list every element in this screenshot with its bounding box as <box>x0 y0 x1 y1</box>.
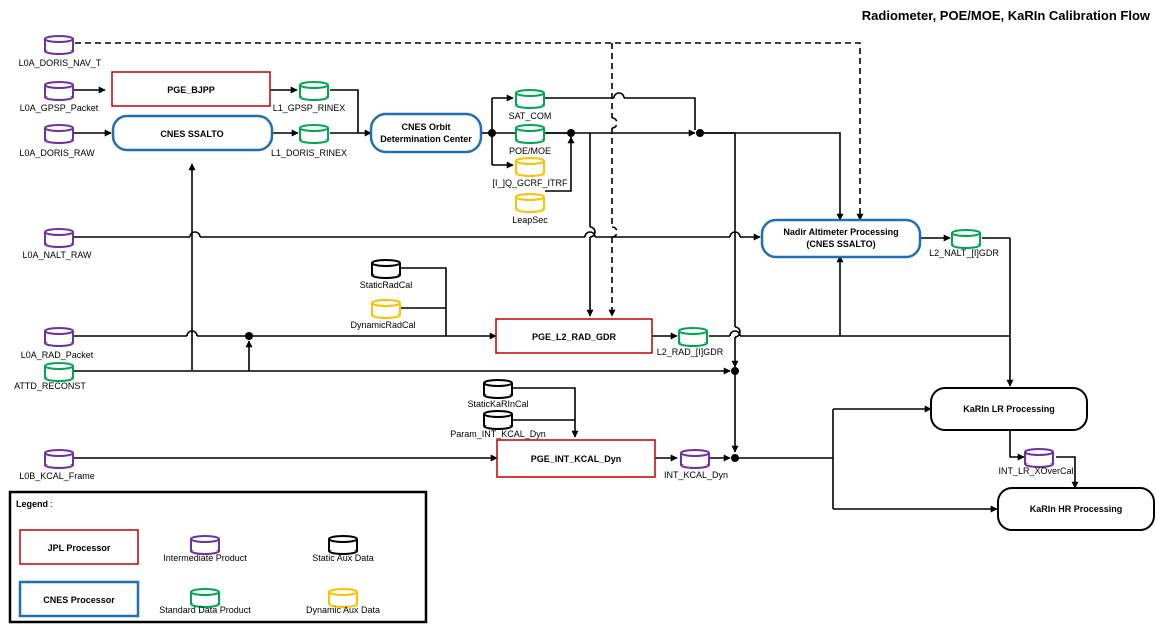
product-l1-gpsp-rinex <box>299 81 329 101</box>
product-poe-moe <box>515 124 545 144</box>
label-leapsec: LeapSec <box>512 215 548 225</box>
label-static-radcal: StaticRadCal <box>360 280 413 290</box>
product-l0a-doris-nav-t <box>44 35 74 55</box>
label-poe-moe: POE/MOE <box>509 146 551 156</box>
legend-title: Legend <box>16 499 48 509</box>
svg-text:(CNES SSALTO): (CNES SSALTO) <box>806 239 875 249</box>
product-param-int-kcal-dyn <box>483 410 513 430</box>
label-l1-doris-rinex: L1_DORIS_RINEX <box>271 148 347 158</box>
legend-standard-data-product-icon <box>190 588 220 608</box>
label-gcrf-itrf: [I_]Q_GCRF_ITRF <box>492 178 568 188</box>
label-l1-gpsp-rinex: L1_GPSP_RINEX <box>273 103 346 113</box>
product-l1-doris-rinex <box>299 124 329 144</box>
processor-pge-l2-rad-gdr: PGE_L2_RAD_GDR <box>495 318 653 354</box>
products: L0A_DORIS_NAV_T L0A_GPSP_Packet L0A_DORI… <box>14 35 1074 481</box>
product-static-karincal <box>483 379 513 399</box>
product-l0b-kcal-frame <box>44 449 74 469</box>
legend-standard-data-product-label: Standard Data Product <box>159 605 251 615</box>
product-int-lr-xovercal <box>1024 448 1054 468</box>
label-sat-com: SAT_COM <box>509 111 552 121</box>
processor-karin-lr: KaRIn LR Processing <box>930 387 1088 431</box>
svg-text:CNES Orbit: CNES Orbit <box>401 122 450 132</box>
product-sat-com <box>515 89 545 109</box>
label-int-kcal-dyn: INT_KCAL_Dyn <box>664 470 728 480</box>
label-attd-reconst: ATTD_RECONST <box>14 381 86 391</box>
svg-text:CNES SSALTO: CNES SSALTO <box>160 129 223 139</box>
svg-text:KaRIn HR Processing: KaRIn HR Processing <box>1030 504 1123 514</box>
label-l0a-doris-nav-t: L0A_DORIS_NAV_T <box>19 58 102 68</box>
legend: Legend : JPL Processor CNES Processor In… <box>8 490 428 624</box>
product-dynamic-radcal <box>371 299 401 319</box>
legend-cnes-processor: CNES Processor <box>18 580 140 618</box>
product-l0a-nalt-raw <box>44 228 74 248</box>
label-l0a-doris-raw: L0A_DORIS_RAW <box>19 148 95 158</box>
svg-text:Determination Center: Determination Center <box>380 134 472 144</box>
processor-karin-hr: KaRIn HR Processing <box>997 487 1155 531</box>
label-l0a-nalt-raw: L0A_NALT_RAW <box>22 250 92 260</box>
legend-intermediate-product-label: Intermediate Product <box>163 553 247 563</box>
processor-pge-int-kcal-dyn: PGE_INT_KCAL_Dyn <box>496 439 656 478</box>
label-l0a-rad-packet: L0A_RAD_Packet <box>21 350 94 360</box>
processor-pge-bjpp: PGE_BJPP <box>111 71 271 107</box>
label-dynamic-radcal: DynamicRadCal <box>350 320 415 330</box>
legend-dynamic-aux-label: Dynamic Aux Data <box>306 605 380 615</box>
product-l0a-gpsp-packet <box>44 81 74 101</box>
product-attd-reconst <box>44 362 74 382</box>
diagram-title: Radiometer, POE/MOE, KaRIn Calibration F… <box>862 8 1151 23</box>
connectors <box>72 42 1079 513</box>
product-gcrf-itrf <box>515 157 545 177</box>
legend-jpl-processor: JPL Processor <box>19 529 139 565</box>
label-l2-nalt-gdr: L2_NALT_[I]GDR <box>929 248 999 258</box>
processor-cnes-ssalto: CNES SSALTO <box>111 114 274 152</box>
product-l0a-doris-raw <box>44 124 74 144</box>
svg-text:PGE_L2_RAD_GDR: PGE_L2_RAD_GDR <box>532 332 617 342</box>
junction-dots <box>245 129 739 462</box>
label-l0a-gpsp-packet: L0A_GPSP_Packet <box>20 103 99 113</box>
svg-text:JPL Processor: JPL Processor <box>48 543 111 553</box>
label-l2-rad-gdr: L2_RAD_[I]GDR <box>657 347 724 357</box>
label-int-lr-xovercal: INT_LR_XOverCal <box>998 466 1073 476</box>
processor-cnes-orbit-determination-center: CNES Orbit Determination Center <box>369 112 483 154</box>
svg-text:PGE_BJPP: PGE_BJPP <box>167 85 215 95</box>
label-param-int-kcal-dyn: Param_INT_KCAL_Dyn <box>450 429 546 439</box>
product-l2-rad-gdr <box>678 327 708 347</box>
legend-static-aux-label: Static Aux Data <box>312 553 374 563</box>
legend-dynamic-aux-icon <box>328 588 358 608</box>
label-l0b-kcal-frame: L0B_KCAL_Frame <box>19 471 95 481</box>
label-static-karincal: StaticKaRInCal <box>467 399 528 409</box>
processor-nadir-altimeter: Nadir Altimeter Processing (CNES SSALTO) <box>760 218 922 259</box>
svg-text:CNES Processor: CNES Processor <box>43 595 115 605</box>
product-static-radcal <box>371 259 401 279</box>
product-l2-nalt-gdr <box>951 229 981 249</box>
svg-text::: : <box>50 499 53 509</box>
svg-text:Nadir Altimeter Processing: Nadir Altimeter Processing <box>783 227 898 237</box>
product-l0a-rad-packet <box>44 327 74 347</box>
legend-intermediate-product-icon <box>190 535 220 555</box>
product-int-kcal-dyn <box>680 449 710 469</box>
product-leapsec <box>515 193 545 213</box>
svg-text:PGE_INT_KCAL_Dyn: PGE_INT_KCAL_Dyn <box>531 454 622 464</box>
legend-static-aux-icon <box>328 535 358 555</box>
svg-text:KaRIn LR Processing: KaRIn LR Processing <box>963 404 1055 414</box>
